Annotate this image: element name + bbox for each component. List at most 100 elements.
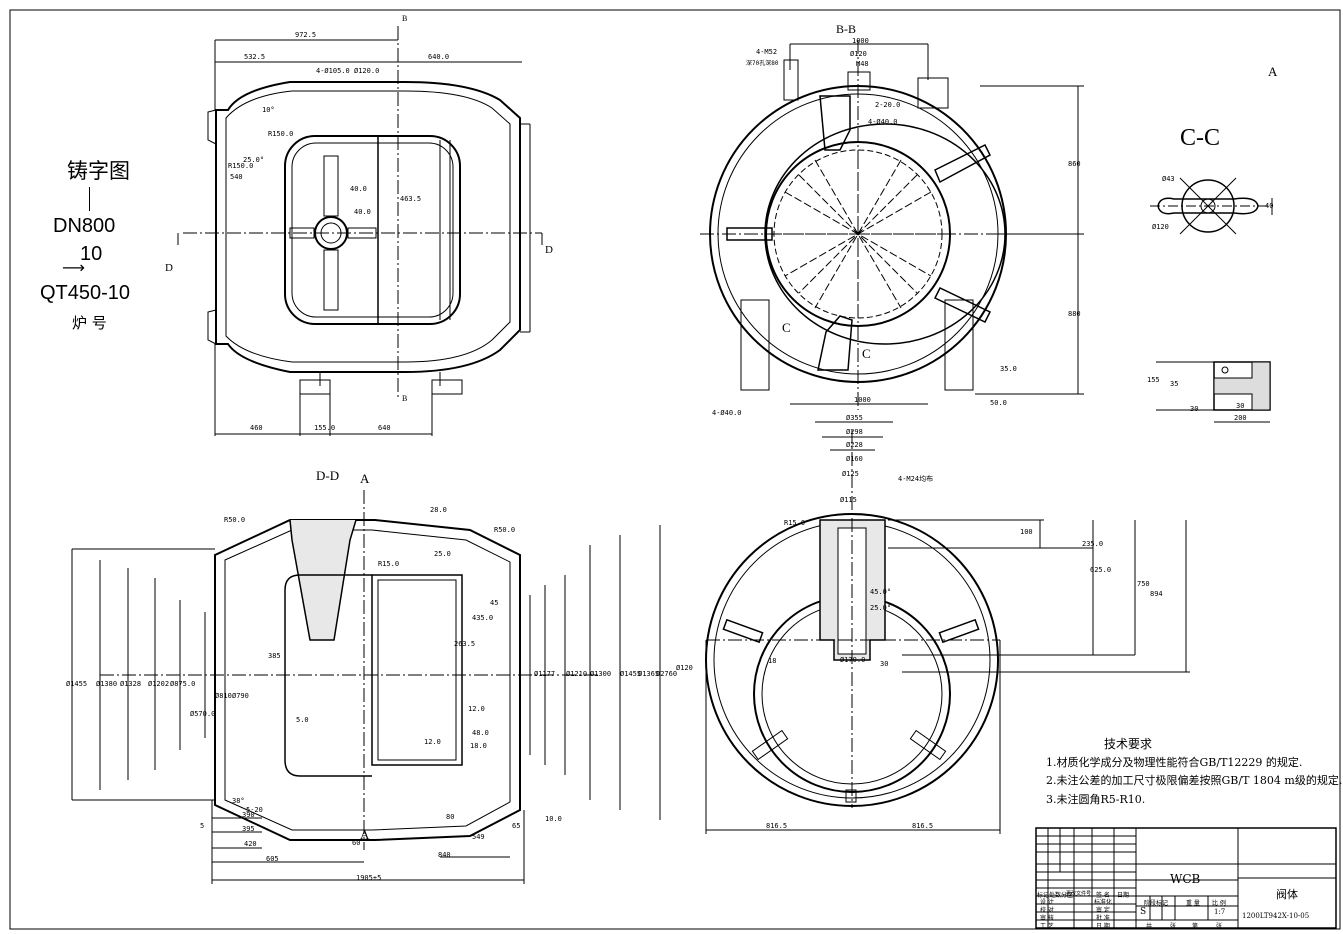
section-label-c-left: C [782, 320, 791, 335]
br-dim-170: Ø170.0 [840, 656, 866, 664]
br-dim-816-b: 816.5 [912, 822, 934, 830]
dd-dim-18: 18.0 [470, 742, 487, 750]
tb-sheet-label-4: 张 [1216, 923, 1223, 930]
dd-dim-435: 435.0 [472, 614, 494, 622]
dim-40-b: 40.0 [354, 208, 371, 216]
dd-dim-810: Ø810 [215, 692, 232, 700]
dd-dim-1202: Ø1202 [148, 680, 170, 688]
dd-dim-25: 25.0 [434, 550, 451, 558]
dim-120: Ø120.0 [354, 67, 380, 75]
sv-dim-200: 200 [1234, 414, 1247, 422]
casting-pressure: 10 [80, 243, 103, 265]
section-bb-view [700, 40, 1084, 410]
tb-col-header-1: 标记 [1037, 892, 1050, 899]
dd-dim-65: 65 [512, 822, 521, 830]
dd-dim-45: 45 [490, 599, 499, 607]
dd-dim-12-a: 12.0 [468, 705, 485, 713]
dim-460: 460 [250, 424, 263, 432]
dim-972-5: 972.5 [295, 31, 317, 39]
cc-dim-120: Ø120 [1152, 223, 1169, 231]
br-dim-228: Ø228 [846, 441, 863, 449]
bottom-right-section-view [705, 421, 1190, 834]
title-block-scale: 1:7 [1214, 908, 1226, 916]
bb-dim-4-40-top: 4-Ø40.0 [868, 118, 898, 126]
section-label-dd: D-D [316, 468, 340, 483]
dd-dim-2760: Ø2760 [656, 670, 678, 678]
tb-mid-label-3: 批 准 [1096, 915, 1110, 922]
sv-dim-30-a: 30 [1190, 405, 1199, 413]
dd-dim-1905: 1905±5 [356, 874, 382, 882]
dim-640-0: 640.0 [428, 53, 450, 61]
corner-mark: A [1268, 64, 1278, 79]
cc-dim-40: 40 [1265, 202, 1274, 210]
dd-dim-570: Ø570.0 [190, 710, 216, 718]
dd-dim-1380-l: Ø1380 [96, 680, 118, 688]
dd-dim-r15: R15.0 [378, 560, 400, 568]
bb-dim-depth: 深70孔深80 [746, 60, 779, 67]
dd-dim-r50-a: R50.0 [224, 516, 246, 524]
br-dim-625: 625.0 [1090, 566, 1112, 574]
dim-463-5: 463.5 [400, 195, 422, 203]
dd-dim-60: 60 [352, 839, 361, 847]
tb-top-label-2: 重 量 [1186, 900, 1200, 907]
dim-r150-a: R150.0 [268, 130, 294, 138]
dd-dim-1300: Ø1300 [590, 670, 612, 678]
bb-dim-50: 50.0 [990, 399, 1007, 407]
br-dim-100: 100 [1020, 528, 1033, 536]
dd-dim-1365: Ø1365 [638, 670, 660, 678]
dim-25-deg: 25.0° [243, 156, 265, 164]
tb-col-header-5: 签 名 [1096, 892, 1110, 899]
title-block-part-name: 阀体 [1276, 888, 1298, 901]
br-dim-45-deg: 45.0° [870, 588, 892, 596]
tb-row-label-1: 设 计 [1040, 899, 1054, 906]
bb-dim-4-40-bottom: 4-Ø40.0 [712, 409, 742, 417]
dd-dim-390: 390 [242, 811, 255, 819]
dd-dim-1455-l: Ø1455 [66, 680, 88, 688]
bb-dim-880: 880 [1068, 310, 1081, 318]
dd-dim-790: Ø790 [232, 692, 249, 700]
bb-dim-4-m52: 4-M52 [756, 48, 778, 56]
casting-marking-divider [89, 187, 90, 211]
br-dim-298: Ø298 [846, 428, 863, 436]
br-dim-25-deg: 25.0° [870, 604, 892, 612]
tech-req-item-3: 3.未注圆角R5-R10. [1046, 792, 1146, 806]
dd-dim-1210: Ø1210 [566, 670, 588, 678]
dd-dim-385: 385 [268, 652, 281, 660]
title-block-material: WCB [1170, 872, 1201, 886]
dd-dim-1328: Ø1328 [120, 680, 142, 688]
dd-dim-549: 549 [472, 833, 485, 841]
small-detail-view [1156, 361, 1271, 423]
section-label-b-bottom: B [402, 394, 408, 403]
section-label-c-right: C [862, 346, 871, 361]
section-label-d-left: D [165, 262, 173, 274]
casting-heat-no: 炉 号 [72, 314, 107, 332]
tb-top-label-1: 阶段标记 [1144, 900, 1169, 907]
bb-dim-120: Ø120 [850, 50, 867, 58]
tb-mid-label-1: 标准化 [1094, 899, 1113, 906]
tb-col-header-6: 日期 [1117, 892, 1130, 899]
dim-r150-b: R150.0 [228, 162, 254, 170]
dim-540: 540 [230, 173, 243, 181]
technical-requirements: 技术要求 1.材质化学成分及物理性能符合GB/T12229 的规定. 2.未注公… [1046, 735, 1342, 809]
dim-40-a: 40.0 [350, 185, 367, 193]
sv-dim-35: 35 [1170, 380, 1179, 388]
dd-dim-840: 840 [438, 851, 451, 859]
dim-10-deg: 10° [262, 106, 275, 114]
dd-dim-48: 48.0 [472, 729, 489, 737]
dd-dim-5b: 5 [200, 822, 205, 830]
tb-sheet-label-1: 共 [1146, 923, 1153, 930]
dd-dim-1177: Ø1177 [534, 670, 556, 678]
dd-dim-12-b: 12.0 [424, 738, 441, 746]
dd-dim-38: 38° [232, 797, 245, 805]
dd-dim-420: 420 [244, 840, 257, 848]
br-dim-816-a: 816.5 [766, 822, 788, 830]
dd-dim-28: 28.0 [430, 506, 447, 514]
title-block-drawing-no: 1200LT942X-10-05 [1242, 912, 1310, 920]
dd-dim-10: 10.0 [545, 815, 562, 823]
dd-dim-80: 80 [446, 813, 455, 821]
tb-mid-label-4: 日 期 [1096, 923, 1110, 930]
casting-material: QT450-10 [40, 282, 131, 304]
section-cc-view [1150, 177, 1273, 235]
dim-532-5: 532.5 [244, 53, 266, 61]
section-label-a-top: A [360, 471, 370, 486]
